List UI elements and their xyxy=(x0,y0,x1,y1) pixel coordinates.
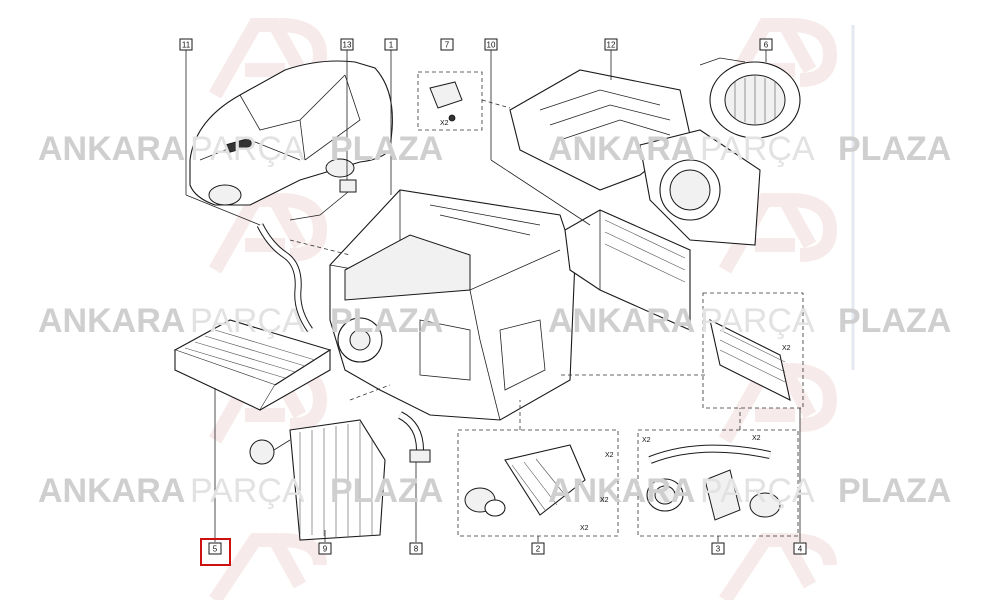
watermark-brand-a: ANKARA xyxy=(38,472,185,510)
heater-housing xyxy=(329,189,576,421)
blower-motor xyxy=(699,57,801,139)
watermark-brand-c: PLAZA xyxy=(838,302,951,340)
callout-label: 12 xyxy=(607,41,616,50)
kit-box-3 xyxy=(637,429,799,537)
resistor-box xyxy=(417,71,483,131)
watermark-brand-a: ANKARA xyxy=(38,302,185,340)
callout-label: 3 xyxy=(716,545,721,554)
watermark-row: ANKARA PARÇA PLAZA xyxy=(38,130,443,168)
watermark-text: ANKARA PARÇA PLAZA ANKARA PARÇA PLAZA AN… xyxy=(38,130,951,510)
watermark-brand-c: PLAZA xyxy=(330,130,443,168)
watermark-logo xyxy=(209,533,327,600)
quantity-mark: X2 xyxy=(605,452,614,459)
part-callout-10[interactable]: 10 xyxy=(484,38,498,51)
watermark-brand-b: PARÇA xyxy=(700,472,815,510)
blower-housing xyxy=(639,129,761,246)
callout-label: 9 xyxy=(323,545,328,554)
intake-duct xyxy=(564,209,691,331)
callout-label: 13 xyxy=(343,41,352,50)
cabin-filter xyxy=(173,319,332,411)
part-callout-11[interactable]: 11 xyxy=(179,38,193,51)
watermark-row: ANKARA PARÇA PLAZA xyxy=(548,302,951,340)
watermark-brand-b: PARÇA xyxy=(190,130,305,168)
heater-core xyxy=(702,292,804,409)
part-callout-2[interactable]: 2 xyxy=(531,542,545,555)
watermark-brand-b: PARÇA xyxy=(700,302,815,340)
part-callout-1[interactable]: 1 xyxy=(384,38,398,51)
highlight-box xyxy=(200,538,231,566)
quantity-mark: X2 xyxy=(752,435,761,442)
watermark-brand-c: PLAZA xyxy=(330,472,443,510)
watermark-brand-b: PARÇA xyxy=(190,472,305,510)
callout-label: 11 xyxy=(182,41,191,50)
watermark-brand-b: PARÇA xyxy=(190,302,305,340)
watermark-brand-c: PLAZA xyxy=(838,472,951,510)
quantity-marks: X2 X2 X2 X2 X2 X2 X2 xyxy=(440,120,791,532)
watermark-brand-a: ANKARA xyxy=(548,130,695,168)
watermark-brand-b: PARÇA xyxy=(700,130,815,168)
watermark-row: ANKARA PARÇA PLAZA xyxy=(38,302,443,340)
callout-label: 2 xyxy=(536,545,541,554)
watermark-brand-c: PLAZA xyxy=(330,302,443,340)
watermark-brand-a: ANKARA xyxy=(548,472,695,510)
drain-pipe xyxy=(398,411,431,463)
part-callout-9[interactable]: 9 xyxy=(318,542,332,555)
callout-label: 6 xyxy=(764,41,769,50)
callout-label: 8 xyxy=(414,545,419,554)
watermark-logo xyxy=(208,193,328,274)
leader-lines xyxy=(185,50,801,542)
watermark-row: ANKARA PARÇA PLAZA xyxy=(548,472,951,510)
watermark-brand-a: ANKARA xyxy=(548,302,695,340)
part-callout-5[interactable]: 5 xyxy=(208,542,222,555)
watermark-logo xyxy=(719,533,837,600)
callout-label: 7 xyxy=(445,41,450,50)
watermark-brand-c: PLAZA xyxy=(838,130,951,168)
kit-box-2 xyxy=(457,429,619,537)
part-callout-7[interactable]: 7 xyxy=(440,38,454,51)
quantity-mark: X2 xyxy=(642,437,651,444)
part-callout-13[interactable]: 13 xyxy=(340,38,354,51)
quantity-mark: X2 xyxy=(580,525,589,532)
callout-label: 10 xyxy=(487,41,496,50)
callout-label: 1 xyxy=(389,41,394,50)
part-callout-4[interactable]: 4 xyxy=(793,542,807,555)
part-callout-3[interactable]: 3 xyxy=(711,542,725,555)
watermark-row: ANKARA PARÇA PLAZA xyxy=(38,472,443,510)
quantity-mark: X2 xyxy=(782,345,791,352)
watermark-row: ANKARA PARÇA PLAZA xyxy=(548,130,951,168)
car-illustration xyxy=(189,60,393,206)
part-callout-8[interactable]: 8 xyxy=(409,542,423,555)
callouts: 11 13 1 7 10 12 6 5 xyxy=(179,38,807,566)
quantity-mark: X2 xyxy=(600,497,609,504)
callout-label: 4 xyxy=(798,545,803,554)
part-callout-12[interactable]: 12 xyxy=(604,38,618,51)
part-callout-6[interactable]: 6 xyxy=(759,38,773,51)
watermark-brand-a: ANKARA xyxy=(38,130,185,168)
evaporator xyxy=(249,419,386,541)
wiring-harness xyxy=(289,179,357,221)
callout-label: 5 xyxy=(213,545,218,554)
drain-hose xyxy=(256,223,313,333)
quantity-mark: X2 xyxy=(440,120,449,127)
